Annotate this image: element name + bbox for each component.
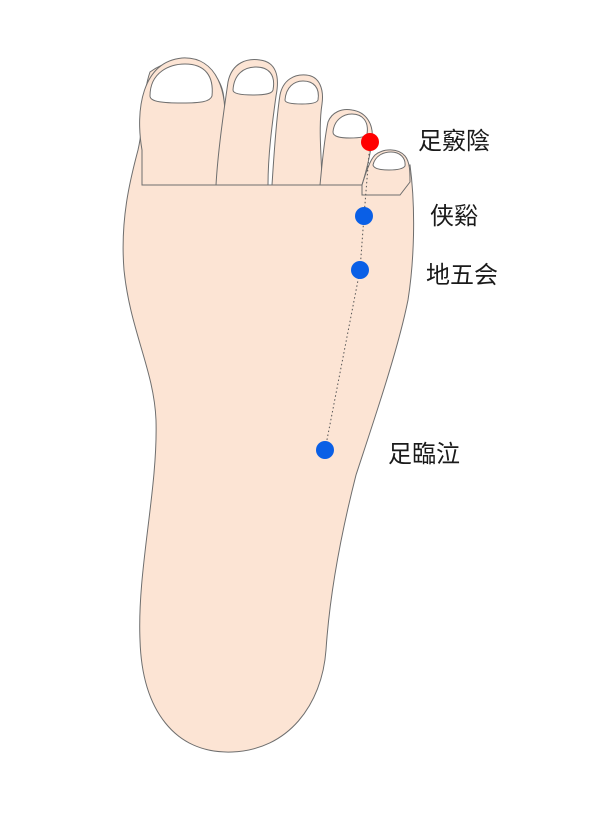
acupoint-markers <box>316 133 379 459</box>
foot-illustration <box>122 57 415 753</box>
meridian-dotted-line <box>324 141 371 451</box>
second-toe-nail <box>232 66 275 96</box>
big-toe-nail <box>149 63 213 104</box>
acupoint-dot-xia-xi <box>355 207 373 225</box>
acupoint-label-di-wu-hui: 地五会 <box>426 261 498 289</box>
acupoint-dot-zu-qiao-yin <box>361 133 379 151</box>
acupoint-dot-zu-lin-qi <box>316 441 334 459</box>
acupoint-label-zu-qiao-yin: 足竅陰 <box>418 127 490 155</box>
third-toe-nail <box>284 80 319 105</box>
acupoint-dot-di-wu-hui <box>351 261 369 279</box>
little-toe-nail <box>372 151 406 171</box>
acupoint-labels: 足竅陰 侠谿 地五会 足臨泣 <box>388 127 498 468</box>
acupoint-label-zu-lin-qi: 足臨泣 <box>388 440 460 468</box>
acupoint-label-xia-xi: 侠谿 <box>430 202 478 230</box>
